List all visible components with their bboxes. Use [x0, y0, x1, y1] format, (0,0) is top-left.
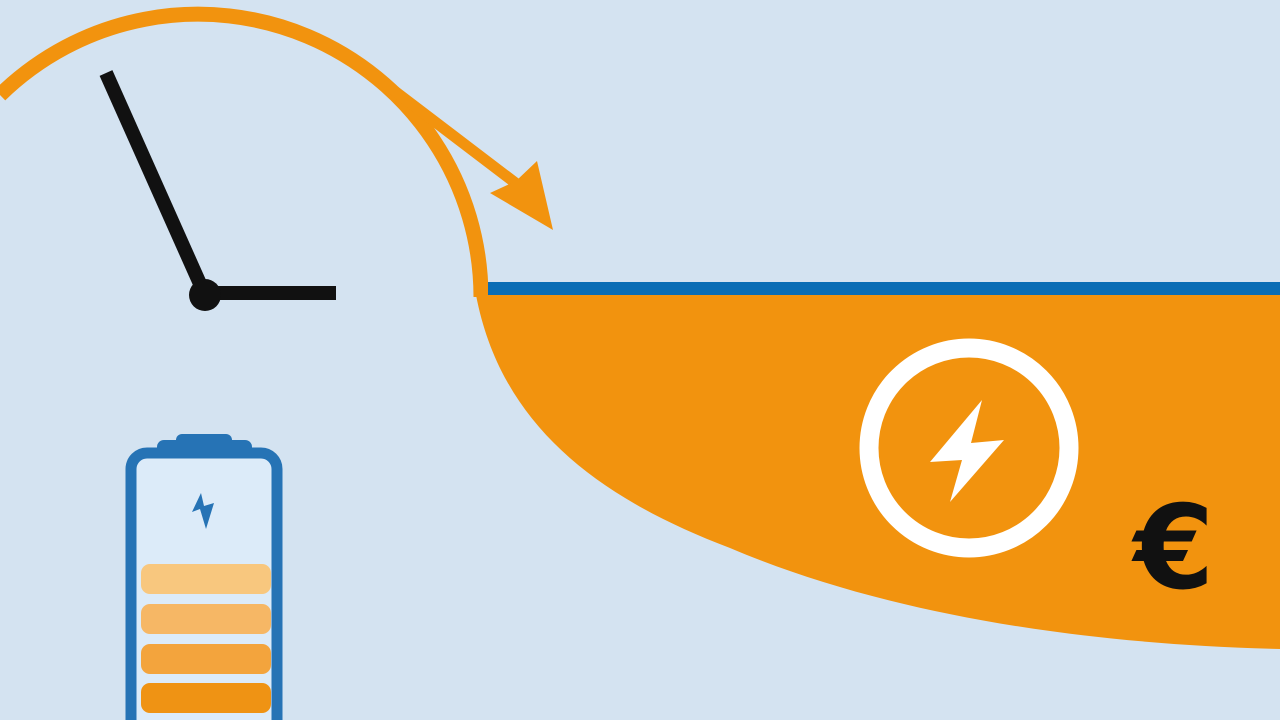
price-baseline — [488, 282, 1280, 295]
energy-ring — [859, 338, 1079, 558]
battery-bar-4 — [141, 683, 271, 713]
battery-bolt-icon — [192, 493, 214, 529]
battery-charging-icon — [125, 434, 283, 720]
energy-bolt — [930, 400, 1004, 502]
falling-arrow-shaft — [382, 80, 528, 194]
falling-arrow-icon — [382, 80, 553, 230]
time-arc — [0, 6, 489, 298]
clock-hand-long — [99, 70, 212, 298]
falling-arrow-head — [490, 161, 553, 230]
euro-icon: € — [1131, 481, 1215, 616]
battery-bar-2 — [141, 604, 271, 634]
energy-bolt-circle-icon — [859, 338, 1079, 558]
battery-bar-1 — [141, 564, 271, 594]
clock-hub — [189, 279, 221, 311]
battery-bar-3 — [141, 644, 271, 674]
clock-icon — [99, 70, 336, 311]
